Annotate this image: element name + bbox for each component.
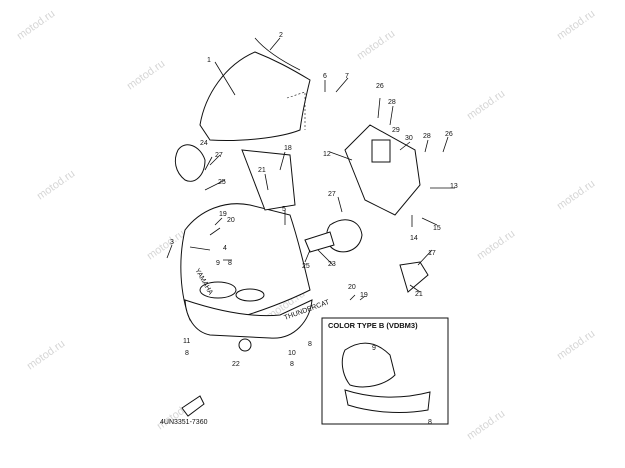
windscreen-trim-2 [254, 37, 301, 71]
watermark-text: motod.ru [555, 178, 597, 213]
part-label-26: 26 [376, 83, 384, 90]
watermark-text: motod.ru [25, 338, 67, 373]
part-label-28: 28 [388, 99, 396, 106]
inset-label-9: 9 [372, 345, 376, 352]
part-label-5: 5 [282, 206, 286, 213]
part-label-1: 1 [207, 57, 211, 64]
grommet-22 [238, 338, 252, 352]
watermark-text: motod.ru [465, 408, 507, 443]
watermark-text: motod.ru [355, 28, 397, 63]
watermark-text: motod.ru [35, 168, 77, 203]
part-labels: 1 2 3 4 5 6 7 8 8 8 8 9 10 11 12 13 14 1… [170, 32, 458, 368]
part-label-12: 12 [323, 151, 331, 158]
mirror-right [326, 219, 363, 253]
relay-unit [371, 139, 391, 163]
part-label-19b: 19 [360, 292, 368, 299]
inset-label-8: 8 [428, 419, 432, 426]
inset-lower-cowl [344, 389, 431, 413]
watermark-text: motod.ru [465, 88, 507, 123]
front-arrow-icon [181, 395, 205, 417]
part-label-11: 11 [183, 338, 190, 345]
footer-code: 4UN3351-7360 [160, 419, 208, 426]
part-label-29: 29 [392, 127, 400, 134]
part-label-27b: 27 [328, 191, 336, 198]
mirror-left [174, 144, 206, 182]
part-label-25: 25 [218, 179, 226, 186]
part-label-3: 3 [170, 239, 174, 246]
part-label-8d: 8 [228, 260, 232, 267]
watermark-text: motod.ru [555, 328, 597, 363]
part-label-17: 17 [428, 250, 436, 257]
part-label-10: 10 [288, 350, 296, 357]
watermark-text: motod.ru [555, 8, 597, 43]
part-label-8: 8 [185, 350, 189, 357]
part-label-25b: 25 [302, 263, 310, 270]
part-label-9: 9 [216, 260, 220, 267]
watermark-text: motod.ru [125, 58, 167, 93]
part-label-21b: 21 [415, 291, 423, 298]
front-cowl-lower [184, 299, 313, 339]
part-label-27: 27 [215, 152, 223, 159]
part-label-6: 6 [323, 73, 327, 80]
part-label-2: 2 [279, 32, 283, 39]
part-label-28b: 28 [423, 133, 431, 140]
inset-title: COLOR TYPE B (VDBM3) [328, 321, 418, 330]
part-label-15: 15 [433, 225, 441, 232]
headlight-right [235, 288, 265, 302]
part-label-4: 4 [223, 245, 227, 252]
headlight-left [199, 281, 237, 299]
bracket-17 [399, 261, 429, 293]
leader-lines [166, 37, 455, 301]
part-label-20: 20 [227, 217, 235, 224]
part-label-7: 7 [345, 73, 349, 80]
windscreen [199, 51, 311, 141]
color-type-inset: COLOR TYPE B (VDBM3) 9 8 [321, 317, 449, 426]
part-label-8b: 8 [290, 361, 294, 368]
part-label-20b: 20 [348, 284, 356, 291]
part-label-22: 22 [232, 361, 240, 368]
watermark-layer: motod.ru motod.ru motod.ru motod.ru moto… [15, 8, 597, 443]
part-label-18: 18 [284, 145, 292, 152]
part-label-30: 30 [405, 135, 413, 142]
part-label-26b: 26 [445, 131, 453, 138]
inset-cowling [341, 342, 396, 388]
part-label-21: 21 [258, 167, 266, 174]
part-label-13: 13 [450, 183, 458, 190]
stay-bracket [344, 124, 421, 216]
footer: 4UN3351-7360 [160, 395, 208, 426]
part-label-19: 19 [219, 211, 227, 218]
watermark-text: motod.ru [475, 228, 517, 263]
part-label-23: 23 [328, 261, 336, 268]
bracket-23 [304, 231, 335, 253]
part-label-8c: 8 [308, 341, 312, 348]
watermark-text: motod.ru [15, 8, 57, 43]
part-label-14: 14 [410, 235, 418, 242]
leader-dashed [286, 91, 306, 130]
part-label-24: 24 [200, 140, 208, 147]
inner-panel [241, 149, 296, 211]
